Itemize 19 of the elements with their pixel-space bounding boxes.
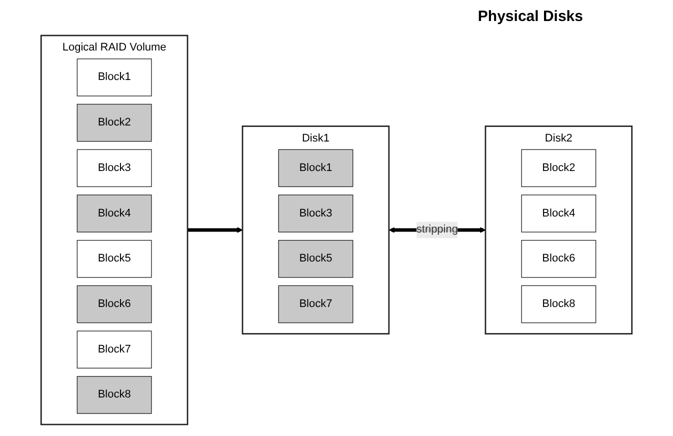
node-box: Block3	[76, 149, 152, 188]
node-box: Block1	[278, 149, 354, 188]
node-box: Block4	[76, 194, 152, 232]
node-box: Block6	[521, 240, 596, 278]
node-box: Block5	[76, 240, 152, 278]
node-box: Block2	[521, 149, 596, 188]
node-box: Block4	[521, 194, 596, 232]
node-box: Block8	[76, 376, 152, 414]
arrow	[188, 226, 243, 234]
section-heading: Physical Disks	[478, 8, 583, 25]
node-box: Block2	[76, 104, 152, 142]
node-box: Block7	[278, 285, 354, 324]
node-box: Block6	[76, 285, 152, 324]
node-box: Block3	[278, 194, 354, 232]
node-box: Block8	[521, 285, 596, 324]
node-box: Block7	[76, 330, 152, 368]
node-box: Block5	[278, 240, 354, 278]
edge-label: stripping	[416, 224, 458, 236]
node-box: Block1	[76, 58, 152, 96]
